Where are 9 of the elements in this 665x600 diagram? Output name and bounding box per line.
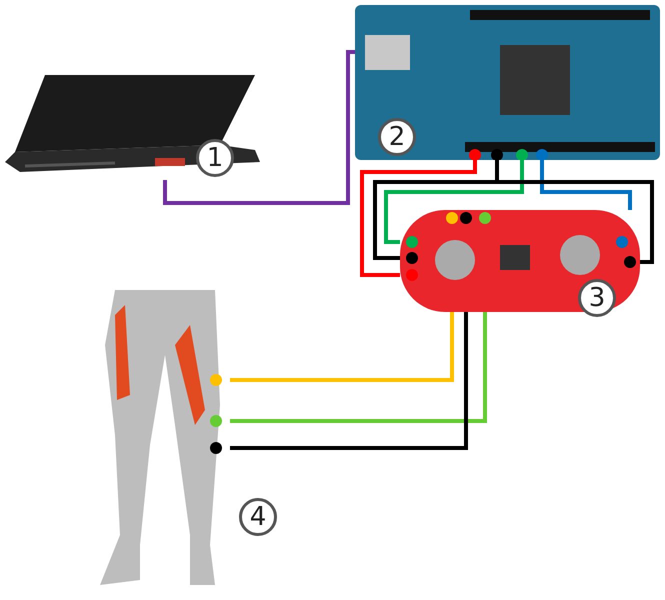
wire	[230, 312, 468, 450]
callout-number: 4	[239, 498, 277, 536]
wire	[540, 160, 632, 210]
wire	[163, 50, 355, 205]
wire	[230, 312, 454, 382]
wire	[360, 160, 477, 277]
wire	[230, 312, 487, 423]
wire	[384, 160, 524, 244]
callout-number: 1	[196, 139, 234, 177]
